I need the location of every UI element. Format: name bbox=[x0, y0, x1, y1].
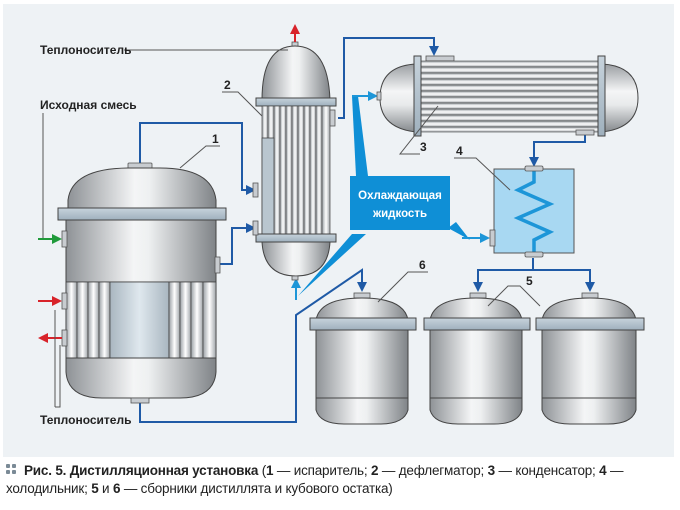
caption-num: 5 bbox=[91, 481, 99, 496]
caption-num: 6 bbox=[112, 481, 121, 496]
caption-title: Дистилляционная установка bbox=[69, 463, 259, 478]
process-lines bbox=[139, 37, 595, 423]
caption-text: — холодильник; bbox=[6, 463, 624, 496]
condenser-tubes bbox=[419, 60, 599, 133]
caption-num: 3 bbox=[487, 463, 496, 478]
caption-text: и bbox=[98, 481, 113, 496]
heat-carrier-bottom-label: Теплоноситель bbox=[40, 413, 131, 427]
condenser bbox=[376, 55, 639, 137]
label-number-2: 2 bbox=[224, 78, 231, 92]
residue-collector-6 bbox=[309, 292, 417, 425]
label-number-3: 3 bbox=[420, 140, 427, 154]
caption-num: 2 bbox=[371, 463, 379, 478]
cooler bbox=[489, 165, 575, 258]
figure-caption: Рис. 5. Дистилляционная установка (1 — и… bbox=[6, 462, 678, 498]
distillate-collector-5a bbox=[423, 292, 531, 425]
feed-mixture-label: Исходная смесь bbox=[40, 98, 137, 112]
coolant-label-line1: Охлаждающая bbox=[358, 190, 442, 202]
leader-lines bbox=[42, 49, 541, 408]
caption-text: — сборники дистиллята и кубового остатка… bbox=[120, 481, 393, 496]
evaporator bbox=[57, 162, 227, 404]
label-number-4: 4 bbox=[456, 144, 463, 158]
distillate-collector-5b bbox=[535, 292, 645, 425]
caption-text: — дефлегматор; bbox=[378, 463, 488, 478]
caption-text: — конденсатор; bbox=[494, 463, 600, 478]
distillation-diagram: Охлаждающая жидкость bbox=[38, 24, 645, 427]
caption-num: 1 bbox=[266, 463, 274, 478]
coolant-lines bbox=[291, 91, 490, 300]
heat-carrier-top-label: Теплоноситель bbox=[40, 43, 131, 57]
dephlegmator bbox=[252, 41, 337, 281]
caption-prefix: Рис. 5. bbox=[24, 463, 67, 478]
coolant-label-line2: жидкость bbox=[372, 208, 427, 220]
caption-bullet-icon bbox=[6, 464, 18, 476]
caption-paren: ( bbox=[258, 463, 267, 478]
coolant-callout: Охлаждающая жидкость bbox=[298, 96, 470, 296]
external-streams bbox=[38, 24, 300, 343]
caption-text: — испаритель; bbox=[273, 463, 371, 478]
label-number-6: 6 bbox=[419, 258, 426, 272]
label-number-1: 1 bbox=[212, 132, 219, 146]
caption-num: 4 bbox=[599, 463, 607, 478]
evaporator-tubes bbox=[65, 281, 217, 359]
label-number-5: 5 bbox=[526, 274, 533, 288]
